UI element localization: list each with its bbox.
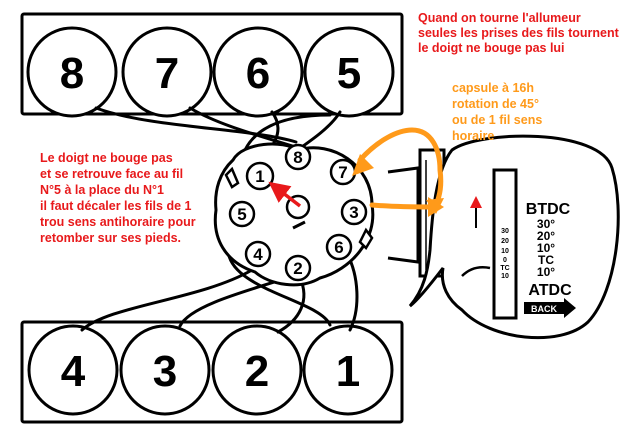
cylinder-1 (302, 324, 394, 416)
terminal-label: 2 (293, 259, 302, 278)
terminal-1 (245, 161, 275, 191)
note-line: ou de 1 fil sens (452, 113, 542, 127)
scale-degree: 30° (537, 217, 555, 231)
scale-tick: 0 (503, 257, 507, 264)
top-cylinder-bank: 8 7 6 5 (20, 12, 404, 118)
terminal-label: 7 (338, 163, 347, 182)
scale-tick: 30 (501, 228, 509, 235)
terminal-8 (284, 143, 312, 171)
note-line: capsule à 16h (452, 81, 534, 95)
note-line: horaire (452, 129, 494, 143)
note-line: retomber sur ses pieds. (40, 231, 181, 245)
distributor-cap: 1 8 7 3 6 2 4 5 (213, 142, 375, 287)
cylinder-3 (119, 324, 211, 416)
cylinder-label: 3 (153, 347, 177, 396)
timing-scale-bubble: 30 20 10 0 TC 10 BTDC 30° 20° 10° TC 10°… (408, 134, 620, 340)
cylinder-label: 2 (245, 347, 269, 396)
terminal-label: 4 (253, 245, 263, 264)
scale-degree: 20° (537, 229, 555, 243)
note-left: Le doigt ne bouge pas et se retrouve fac… (40, 151, 196, 245)
terminal-label: 5 (237, 205, 246, 224)
back-label: BACK (531, 304, 557, 314)
note-line: et se retrouve face au fil (40, 167, 183, 181)
terminal-label: 8 (293, 148, 302, 167)
cylinder-6 (212, 26, 304, 118)
scale-degree: 10° (537, 241, 555, 255)
terminal-5 (228, 200, 256, 228)
rotor-arrow (268, 181, 302, 208)
scale-degree: 10° (537, 265, 555, 279)
cylinder-8 (26, 26, 118, 118)
cylinder-label: 5 (337, 49, 361, 98)
atdc-label: ATDC (528, 282, 572, 299)
cylinder-5 (303, 26, 395, 118)
orange-arrowhead-icon (352, 154, 374, 176)
scale-tick: 10 (501, 248, 509, 255)
cylinder-label: 6 (246, 49, 270, 98)
scale-tick: 20 (501, 238, 509, 245)
terminal-label: 3 (349, 203, 358, 222)
rotation-arrows (357, 127, 444, 210)
note-top-right: Quand on tourne l'allumeur seules les pr… (418, 11, 620, 55)
terminal-3 (340, 198, 368, 226)
note-line: il faut décaler les fils de 1 (40, 199, 192, 213)
btdc-label: BTDC (526, 201, 571, 218)
scale-degree: TC (538, 253, 554, 267)
note-line: Le doigt ne bouge pas (40, 151, 173, 165)
scale-tick: 10 (501, 273, 509, 280)
note-line: trou sens antihoraire pour (40, 215, 196, 229)
cylinder-label: 1 (336, 347, 360, 396)
scale-tick: TC (500, 265, 509, 272)
back-arrow-icon (524, 298, 576, 318)
note-line: le doigt ne bouge pas lui (418, 41, 565, 55)
terminal-label: 1 (255, 167, 264, 186)
terminal-2 (284, 254, 312, 282)
note-line: seules les prises des fils tournent (418, 26, 620, 40)
note-line: rotation de 45° (452, 97, 539, 111)
note-line: Quand on tourne l'allumeur (418, 11, 581, 25)
cylinder-2 (211, 324, 303, 416)
note-line: N°5 à la place du N°1 (40, 183, 164, 197)
terminal-6 (325, 233, 353, 261)
cylinder-4 (27, 324, 119, 416)
orange-arrowhead-icon (426, 198, 444, 214)
cylinder-label: 4 (61, 347, 86, 396)
note-capsule: capsule à 16h rotation de 45° ou de 1 fi… (452, 81, 542, 143)
terminal-label: 6 (334, 238, 343, 257)
cylinder-label: 7 (155, 49, 179, 98)
bottom-cylinder-bank: 4 3 2 1 (20, 320, 404, 424)
terminal-4 (244, 240, 272, 268)
cylinder-label: 8 (60, 49, 84, 98)
cylinder-7 (121, 26, 213, 118)
